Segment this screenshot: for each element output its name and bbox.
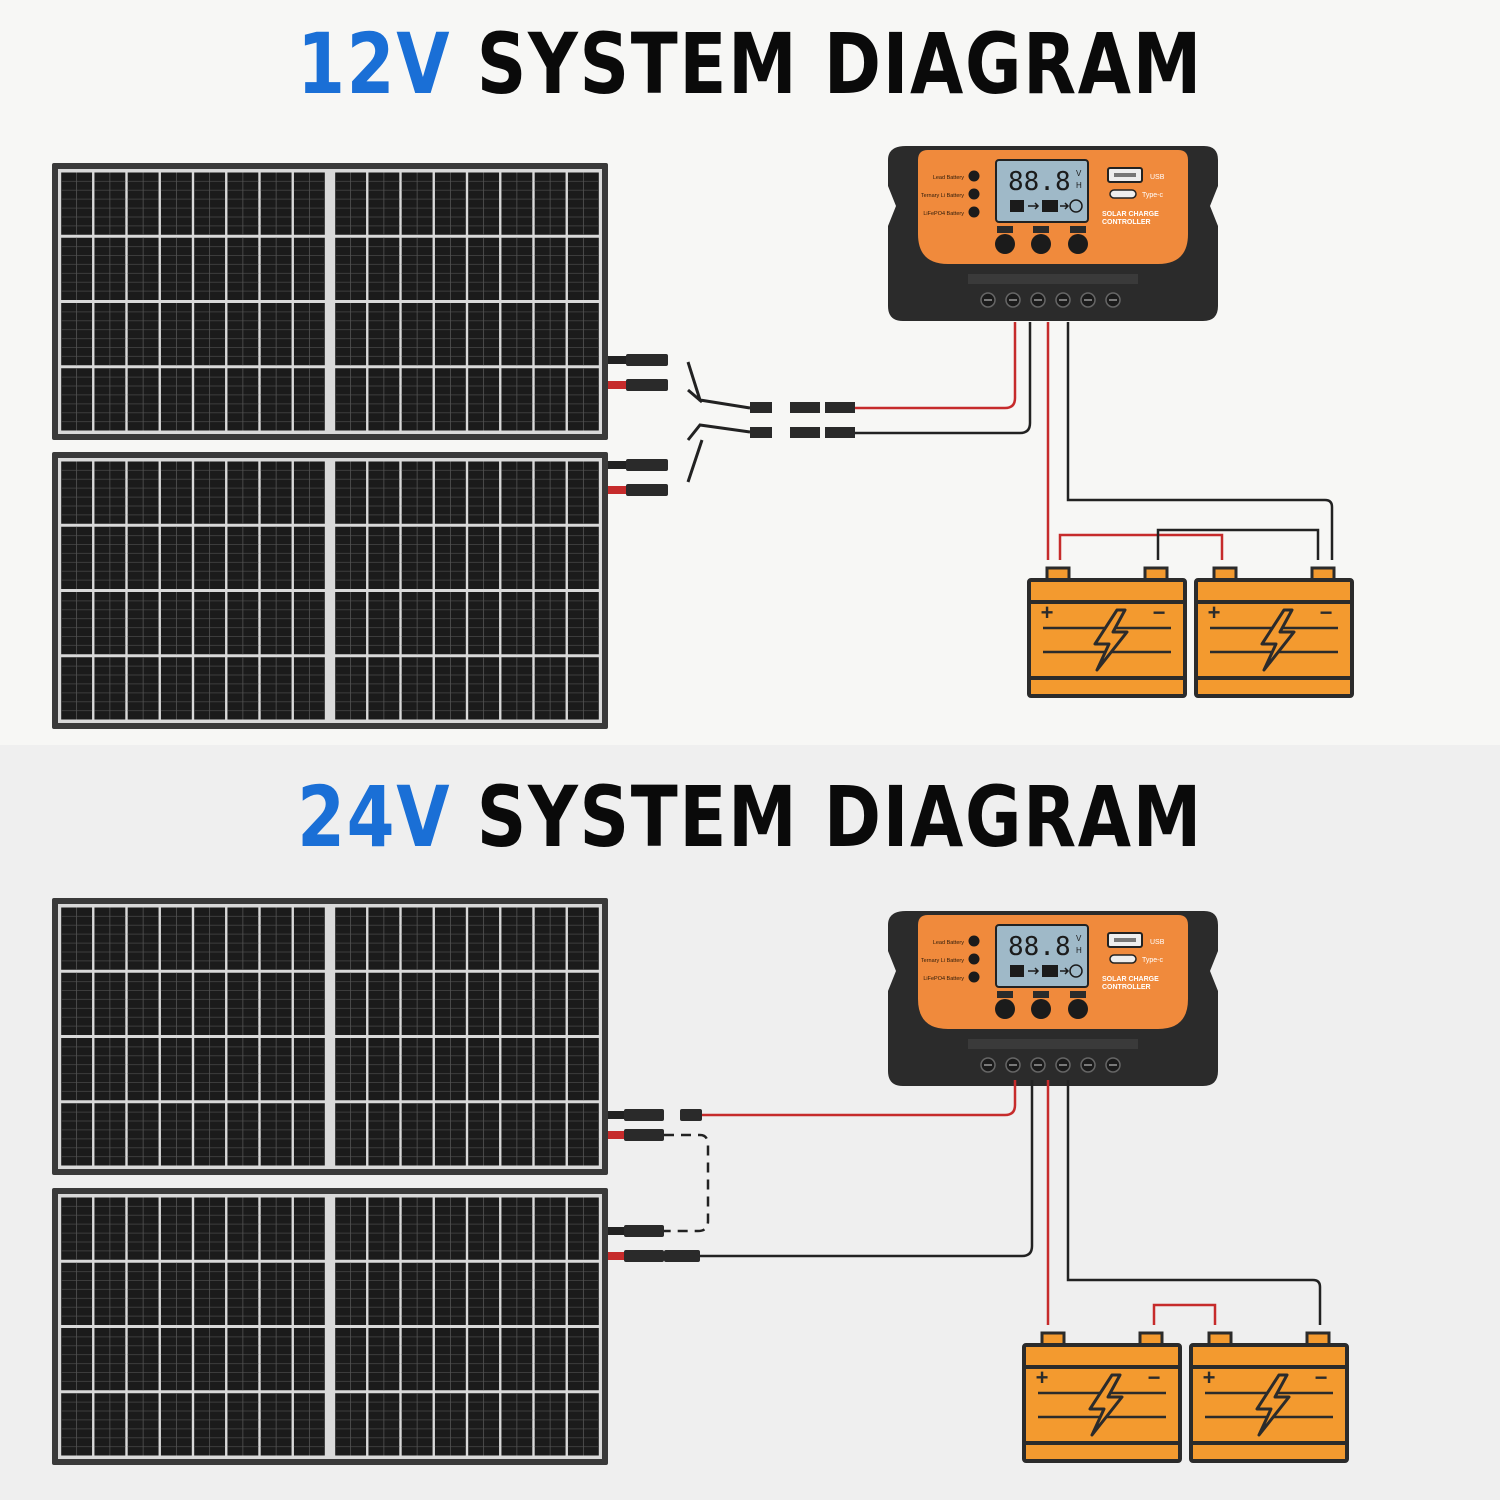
lcd-bulb-icon [1069, 964, 1083, 978]
battery-plus: + [1041, 600, 1054, 625]
title-text: SYSTEM DIAGRAM [476, 15, 1203, 113]
button-icon [1033, 226, 1049, 233]
arrow-icon [1060, 967, 1070, 975]
battery-mode-label: Lead Battery [933, 175, 964, 181]
battery: +− [1027, 566, 1187, 698]
battery: +− [1194, 566, 1354, 698]
title-voltage: 24V [297, 768, 452, 866]
battery-plus: + [1036, 1365, 1049, 1390]
battery-unit: +− [1027, 566, 1187, 698]
usb-label: USB [1150, 174, 1165, 181]
lcd-battery-icon [1042, 200, 1058, 212]
solar-panel [52, 452, 608, 729]
battery-minus: − [1315, 1365, 1328, 1390]
mode-led [968, 170, 980, 182]
solar-panel [52, 898, 608, 1175]
diagram-title-12v: 12V SYSTEM DIAGRAM [135, 22, 1365, 106]
controller-button [995, 234, 1015, 254]
controller-button [1068, 234, 1088, 254]
y-branch-connectors [686, 361, 855, 483]
controller-button [1068, 999, 1088, 1019]
lcd-bulb-icon [1069, 199, 1083, 213]
lcd-unit-h: H [1076, 181, 1082, 190]
lcd-unit-v: V [1076, 934, 1082, 943]
lightning-bolt-icon [1088, 1373, 1124, 1437]
solar-panel [52, 1188, 608, 1465]
usb-label: USB [1150, 939, 1165, 946]
battery-mode-label: Ternary Li Battery [921, 193, 964, 199]
battery-unit: +− [1022, 1331, 1182, 1463]
mode-led [968, 206, 980, 218]
controller-button [1031, 999, 1051, 1019]
mc4-connectors [608, 354, 668, 496]
button-icon [1070, 991, 1086, 998]
battery: +− [1022, 1331, 1182, 1463]
battery-unit: +− [1194, 566, 1354, 698]
typec-port [1109, 954, 1137, 964]
lcd-reading: 88.8 [1008, 932, 1071, 962]
button-icon [1070, 226, 1086, 233]
arrow-icon [1028, 202, 1040, 210]
battery-mode-label: LiFePO4 Battery [923, 976, 964, 982]
lcd-panel-icon [1010, 200, 1024, 212]
lcd-unit-v: V [1076, 169, 1082, 178]
mode-led [968, 953, 980, 965]
button-icon [1033, 991, 1049, 998]
controller-name-line1: SOLAR CHARGE [1102, 211, 1159, 218]
lightning-bolt-icon [1260, 608, 1296, 672]
button-icon [997, 226, 1013, 233]
mode-led [968, 935, 980, 947]
wires [855, 322, 1334, 560]
mc4-connectors [608, 1109, 702, 1262]
mode-led [968, 971, 980, 983]
controller-name-line1: SOLAR CHARGE [1102, 976, 1159, 983]
button-icon [997, 991, 1013, 998]
typec-port [1109, 189, 1137, 199]
series-jumper [664, 1133, 710, 1233]
title-text: SYSTEM DIAGRAM [476, 768, 1203, 866]
battery-mode-label: Ternary Li Battery [921, 958, 964, 964]
typec-label: Type-c [1142, 192, 1164, 199]
lcd-reading: 88.8 [1008, 167, 1071, 197]
controller-button [1031, 234, 1051, 254]
battery: +− [1189, 1331, 1349, 1463]
arrow-icon [1028, 967, 1040, 975]
controller-button [995, 999, 1015, 1019]
battery-minus: − [1148, 1365, 1161, 1390]
controller-name-line2: CONTROLLER [1102, 219, 1151, 226]
wires [700, 1080, 1322, 1325]
battery-unit: +− [1189, 1331, 1349, 1463]
terminal-labels [968, 1039, 1138, 1049]
controller-name-line2: CONTROLLER [1102, 984, 1151, 991]
battery-mode-label: Lead Battery [933, 940, 964, 946]
lcd-unit-h: H [1076, 946, 1082, 955]
typec-label: Type-c [1142, 957, 1164, 964]
title-voltage: 12V [297, 15, 452, 113]
lightning-bolt-icon [1093, 608, 1129, 672]
battery-plus: + [1203, 1365, 1216, 1390]
lightning-bolt-icon [1255, 1373, 1291, 1437]
diagram-title-24v: 24V SYSTEM DIAGRAM [135, 775, 1365, 859]
lcd-battery-icon [1042, 965, 1058, 977]
solar-panel [52, 163, 608, 440]
arrow-icon [1060, 202, 1070, 210]
lcd-panel-icon [1010, 965, 1024, 977]
mode-led [968, 188, 980, 200]
terminal-labels [968, 274, 1138, 284]
battery-minus: − [1320, 600, 1333, 625]
battery-mode-label: LiFePO4 Battery [923, 211, 964, 217]
battery-plus: + [1208, 600, 1221, 625]
battery-minus: − [1153, 600, 1166, 625]
